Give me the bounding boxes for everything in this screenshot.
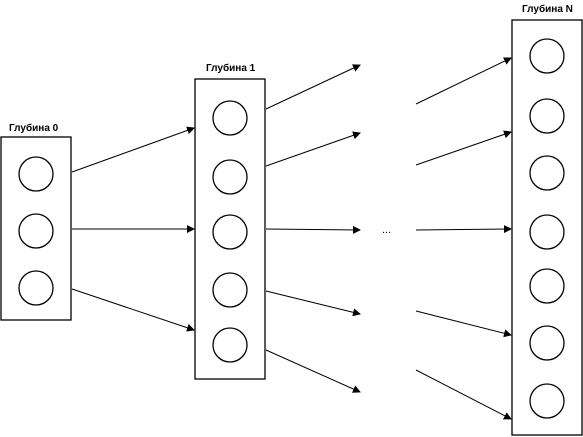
layer-n-node: [529, 214, 565, 250]
layer-0-node: [18, 270, 54, 306]
edge-arrow: [415, 369, 512, 420]
edge-arrow: [265, 290, 361, 317]
edge-arrow: [265, 349, 361, 393]
edge-arrow: [415, 310, 512, 338]
layer-1-label: Глубина 1: [206, 62, 256, 74]
layer-n-node: [529, 155, 565, 191]
edge-arrow: [71, 126, 195, 173]
edge-arrow: [265, 64, 361, 110]
edge-arrow: [415, 225, 512, 234]
layer-0-label: Глубина 0: [9, 122, 59, 134]
edge-arrow: [265, 225, 361, 234]
edge-arrow: [71, 288, 195, 332]
layer-1-node: [212, 214, 248, 250]
layer-n-node: [529, 325, 565, 361]
layer-0-node: [18, 213, 54, 249]
layer-n-node: [529, 383, 565, 419]
layer-1-node: [212, 272, 248, 308]
edge-arrow: [415, 130, 512, 166]
layer-n-label: Глубина N: [522, 3, 573, 15]
layer-n-node: [529, 98, 565, 134]
edge-arrow: [265, 131, 361, 167]
layer-0-node: [18, 156, 54, 192]
layer-1-node: [212, 327, 248, 363]
layer-1-node: [212, 159, 248, 195]
edge-arrow: [415, 57, 512, 105]
ellipsis: ...: [382, 224, 391, 236]
layer-1-node: [212, 100, 248, 136]
layer-n-node: [529, 268, 565, 304]
layer-n-node: [529, 38, 565, 74]
